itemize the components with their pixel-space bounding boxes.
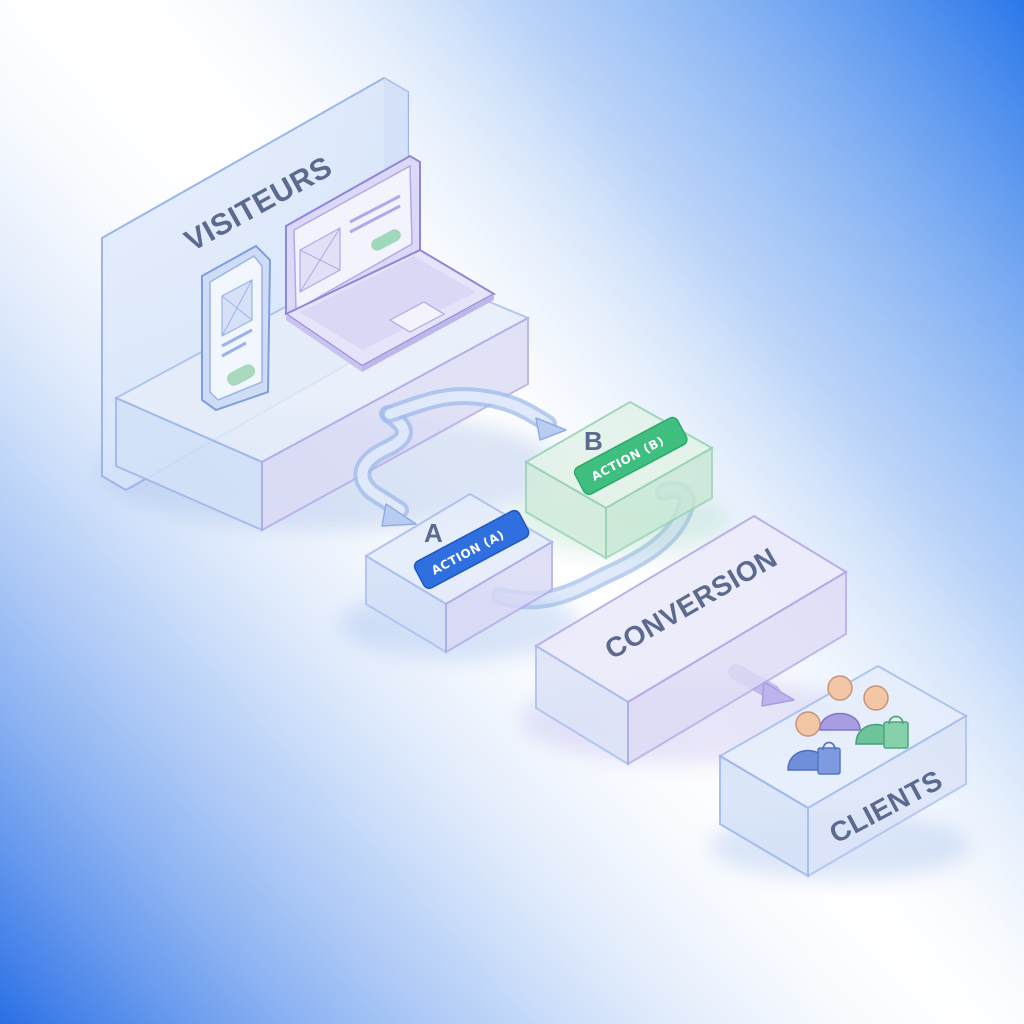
variant-a-block: A ACTION (A): [340, 492, 580, 660]
laptop-icon: [284, 154, 497, 372]
shopping-bag-icon: [883, 715, 909, 749]
variant-a-letter: A: [424, 518, 443, 548]
shopping-bag-icon: [817, 741, 841, 775]
smartphone-icon: [201, 244, 272, 412]
variant-b-letter: B: [584, 426, 603, 456]
conversion-stage: CONVERSION: [520, 514, 860, 766]
visitors-stage: VISITEURS: [100, 76, 560, 532]
customers-icon: [787, 675, 909, 775]
variant-b-block: B ACTION (B): [510, 400, 730, 560]
clients-stage: CLIENTS: [710, 664, 970, 880]
flow-arrows: [353, 387, 795, 707]
